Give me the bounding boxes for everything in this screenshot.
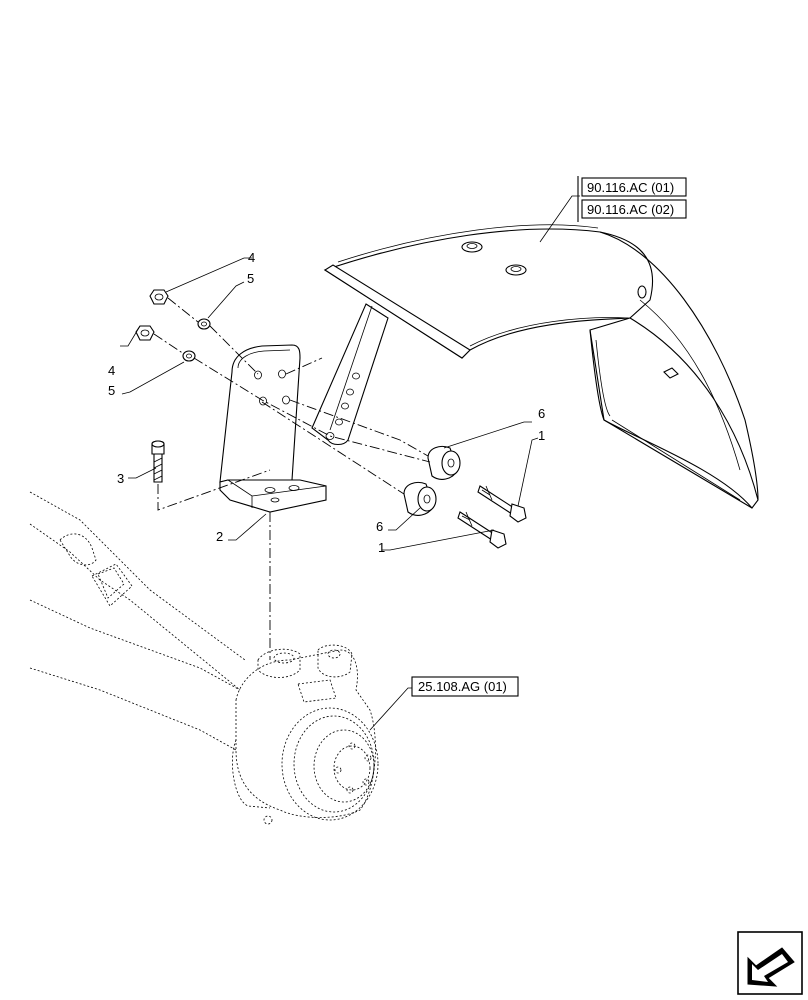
axle-reference[interactable]: 25.108.AG (01) [411,676,519,697]
spacer-upper [427,445,461,480]
fender-reference[interactable]: 90.116.AC (01) 90.116.AC (02) [577,176,687,222]
fender-reference-1[interactable]: 90.116.AC (01) [587,180,674,195]
washer-upper [197,318,211,330]
callout-spacer-upper: 6 [538,406,545,421]
callout-nut-lower: 4 [108,363,115,378]
next-arrow-icon[interactable] [737,931,803,995]
callout-bolt-small: 3 [117,471,124,486]
bolt-lower [457,511,507,549]
axle-reference-1[interactable]: 25.108.AG (01) [418,679,507,694]
bolt-small [151,440,165,483]
fender-reference-2[interactable]: 90.116.AC (02) [587,202,674,217]
bolt-upper [477,485,527,523]
fender [323,224,759,509]
callout-spacer-lower: 6 [376,519,383,534]
mounting-bracket [219,344,327,513]
axle-assembly [29,491,379,825]
spacer-lower [403,481,437,516]
leader-lines [120,195,580,731]
callout-bolt-upper: 1 [538,428,545,443]
callout-washer-upper: 5 [247,271,254,286]
callout-bracket: 2 [216,529,223,544]
callout-bolt-lower: 1 [378,540,385,555]
callout-labels: 4 5 4 5 3 2 6 1 6 1 [108,250,545,555]
fender-stay [311,303,389,446]
callout-nut-upper: 4 [248,250,255,265]
nut-upper [149,289,169,305]
washer-lower [182,350,196,362]
assembly-lines [153,297,431,660]
callout-washer-lower: 5 [108,383,115,398]
